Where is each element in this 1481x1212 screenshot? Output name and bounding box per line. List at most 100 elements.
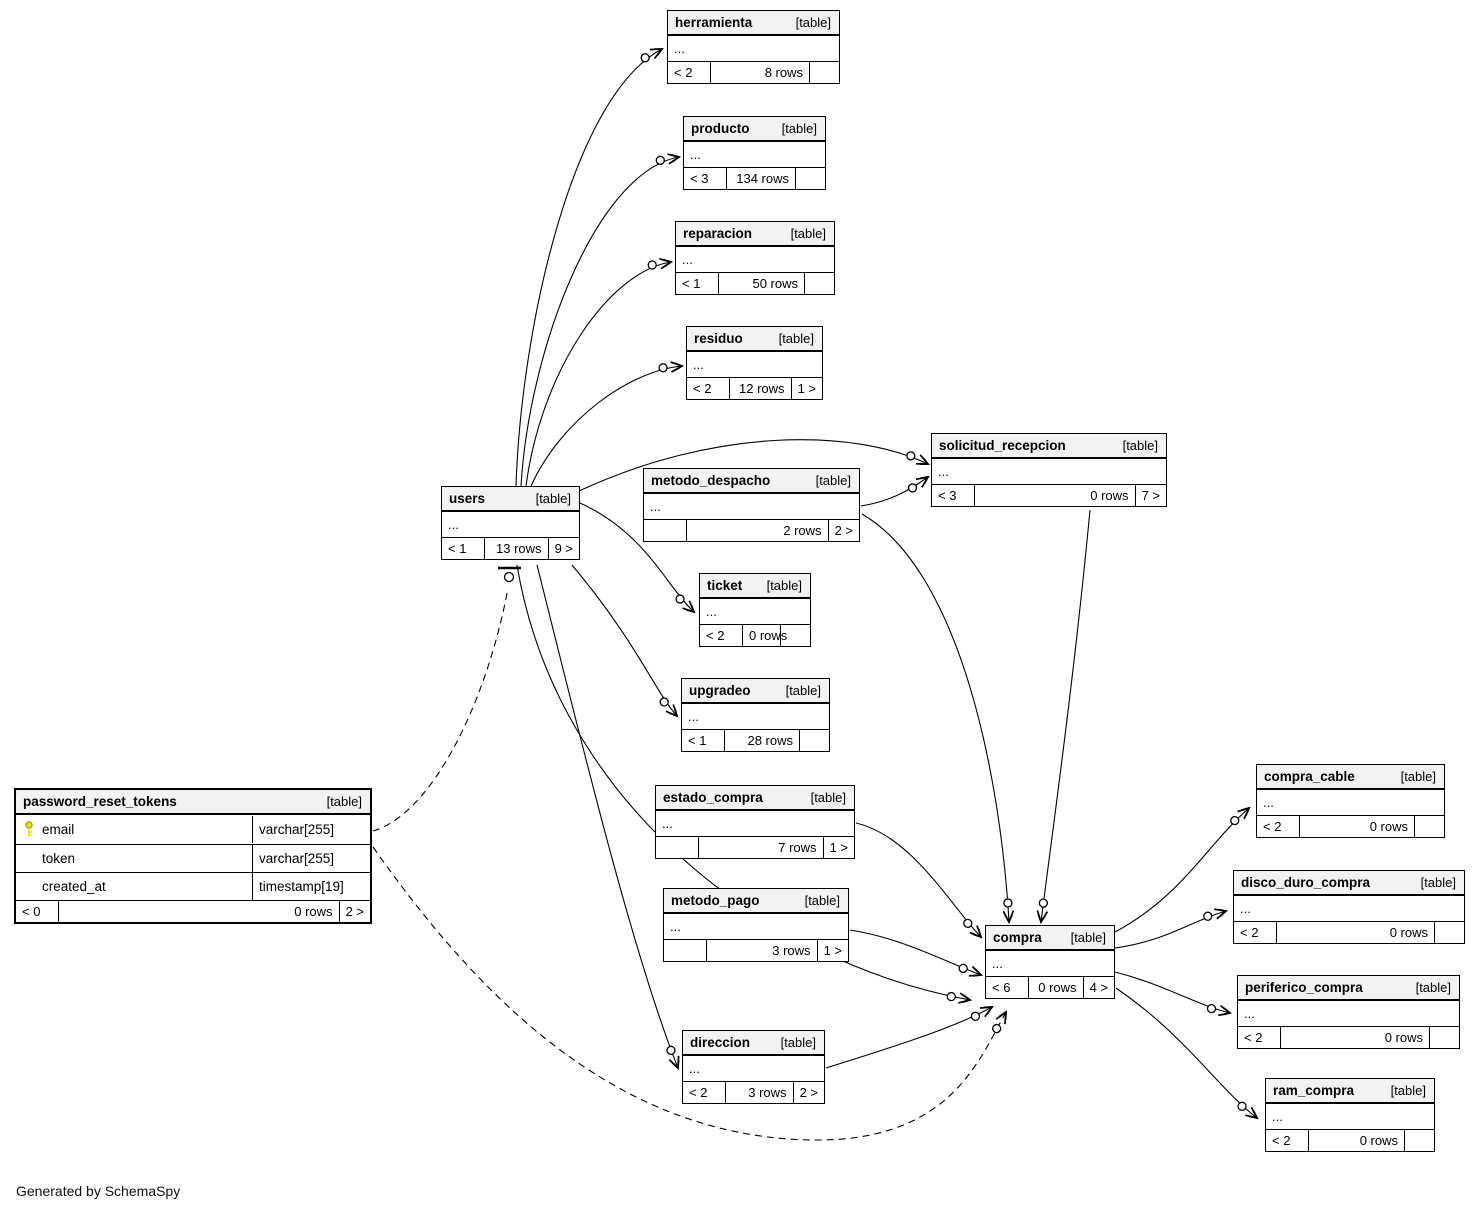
table-name-link[interactable]: metodo_despacho [651, 473, 771, 488]
row-count: 0 rows [1028, 977, 1083, 998]
column-name-cell: token [16, 845, 252, 872]
table-type-label: [table] [1400, 769, 1436, 784]
table-header: producto[table] [684, 117, 825, 142]
collapsed-columns-ellipsis: ... [1240, 901, 1251, 916]
column-name: email [42, 822, 75, 837]
row-count: 0 rows [742, 625, 787, 646]
fk-out-count [795, 168, 825, 189]
table-name-link[interactable]: compra_cable [1264, 769, 1355, 784]
table-upgradeo[interactable]: upgradeo [table]... < 1 28 rows [681, 678, 830, 752]
row-count: 0 rows [974, 485, 1135, 506]
table-ticket[interactable]: ticket [table]... < 2 0 rows [699, 573, 811, 647]
table-type-label: [table] [785, 683, 821, 698]
table-name-link[interactable]: ticket [707, 578, 743, 593]
table-type-label: [table] [804, 893, 840, 908]
row-count: 28 rows [724, 730, 799, 751]
table-name-link[interactable]: disco_duro_compra [1241, 875, 1371, 890]
table-header: ram_compra [table] [1266, 1079, 1434, 1104]
table-name-link[interactable]: solicitud_recepcion [939, 438, 1066, 453]
row-count: 13 rows [484, 538, 548, 559]
collapsed-columns-ellipsis: ... [706, 604, 717, 619]
fk-out-count: 7 > [1134, 485, 1166, 506]
fk-in-count: < 1 [688, 733, 707, 748]
table-name-link[interactable]: metodo_pago [671, 893, 760, 908]
table-name-link[interactable]: direccion [690, 1035, 751, 1050]
edge-users-producto [520, 157, 679, 487]
table-type-label: [table] [766, 578, 802, 593]
table-name-link[interactable]: residuo [694, 331, 743, 346]
fk-out-count [1434, 922, 1464, 943]
row-count: 3 rows [706, 940, 817, 961]
table-header: residuo[table] [687, 327, 822, 352]
table-name-link[interactable]: herramienta [675, 15, 753, 30]
fk-out-count: 2 > [792, 1082, 824, 1103]
table-header: herramienta[table] [668, 11, 839, 36]
fk-out-count: 1 > [816, 940, 848, 961]
table-name-link[interactable]: compra [993, 930, 1042, 945]
table-header: solicitud_recepcion[table] [932, 434, 1166, 459]
table-name-link[interactable]: producto [691, 121, 750, 136]
collapsed-columns-ellipsis: ... [662, 816, 673, 831]
edge-compra-ram_compra [1115, 987, 1257, 1118]
row-count: 0 rows [1280, 1027, 1429, 1048]
fk-out-count [1414, 816, 1444, 837]
column-name-cell: email [16, 815, 252, 844]
fk-in-count: < 3 [938, 488, 957, 503]
row-count: 8 rows [710, 62, 809, 83]
table-name-link[interactable]: periferico_compra [1245, 980, 1363, 995]
fk-in-count: < 2 [1263, 819, 1282, 834]
edge-users-ticket [579, 502, 694, 612]
table-name-link[interactable]: reparacion [683, 226, 753, 241]
table-header: password_reset_tokens[table] [16, 790, 370, 815]
table-name-link[interactable]: upgradeo [689, 683, 751, 698]
table-name-link[interactable]: password_reset_tokens [23, 794, 177, 809]
table-type-label: [table] [1390, 1083, 1426, 1098]
fk-in-count: < 2 [706, 628, 725, 643]
collapsed-columns-ellipsis: ... [938, 464, 949, 479]
collapsed-columns-ellipsis: ... [689, 1061, 700, 1076]
row-count: 0 rows [1308, 1130, 1404, 1151]
edge-metodo_despacho-compra [861, 513, 1009, 922]
collapsed-columns-ellipsis: ... [1263, 795, 1274, 810]
fk-out-count [799, 730, 829, 751]
collapsed-columns-ellipsis: ... [688, 709, 699, 724]
table-name-link[interactable]: ram_compra [1273, 1083, 1355, 1098]
fk-in-count: < 3 [690, 171, 709, 186]
fk-in-count: < 1 [448, 541, 467, 556]
table-header: users[table] [442, 487, 579, 512]
row-count: 2 rows [686, 520, 828, 541]
table-name-link[interactable]: estado_compra [663, 790, 763, 805]
table-footer: < 2 0 rows [700, 624, 810, 646]
edge-metodo_despacho-solicitud_recepcion [860, 477, 928, 507]
edge-direccion-compra [825, 1007, 992, 1069]
table-name-link[interactable]: users [449, 491, 486, 506]
fk-out-count [1404, 1130, 1434, 1151]
table-footer: < 1 28 rows [682, 729, 829, 751]
fk-in-count [644, 520, 686, 541]
